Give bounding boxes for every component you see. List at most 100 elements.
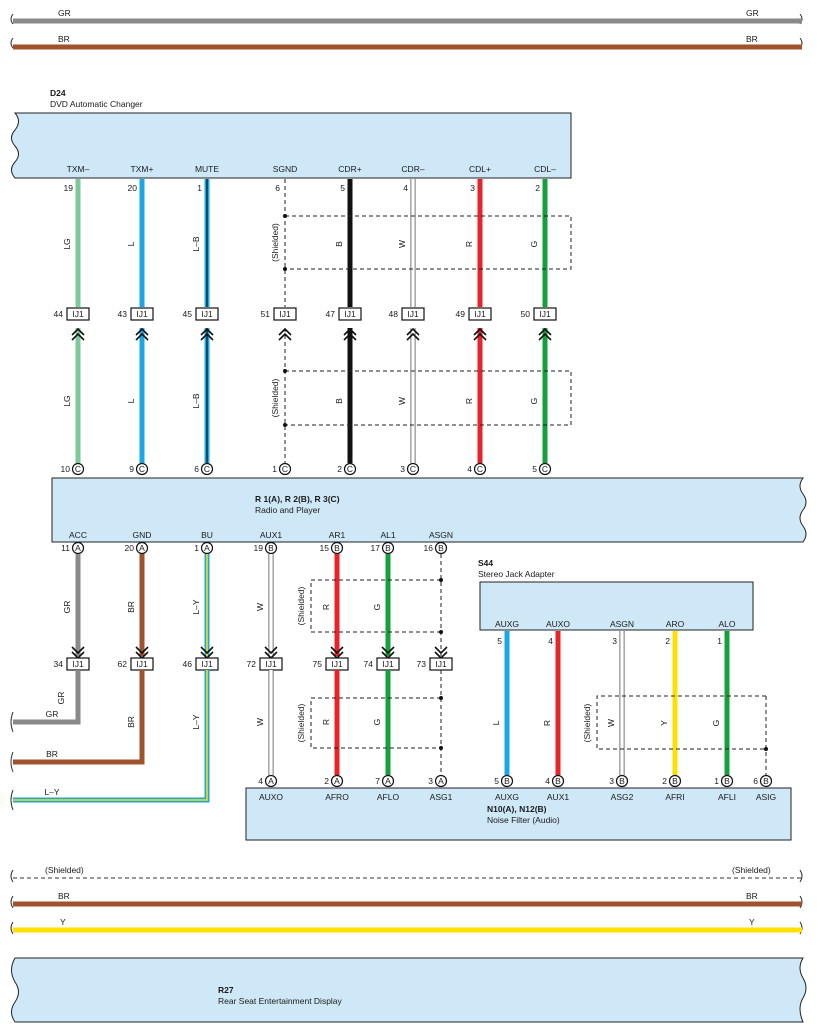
- s44-box: [479, 581, 754, 631]
- junction-pin-number: 44: [54, 309, 64, 319]
- shield-label-left: (Shielded): [45, 865, 84, 875]
- connector-chevron: [200, 327, 214, 336]
- wire-color-code-upper: G: [529, 241, 539, 248]
- radio-pin-number: 9: [129, 464, 134, 474]
- noise-filter-component: N10(A), N12(B) Noise Filter (Audio): [245, 787, 792, 841]
- shielded-label: (Shielded): [582, 703, 592, 742]
- shielded-label: (Shielded): [296, 703, 306, 742]
- junction-ij1: [130, 307, 154, 321]
- connector-chevron-2: [473, 332, 487, 341]
- junction-pin-number: 50: [521, 309, 531, 319]
- radio-bottom-pin-number: 20: [125, 543, 135, 553]
- radio-connector-circle: [406, 462, 420, 476]
- junction-ij1-label: IJ1: [72, 309, 84, 319]
- wire-label-ly-left-side: L–Y: [44, 787, 59, 797]
- junction-pin-number: 72: [247, 659, 257, 669]
- wire-color-code-mid: GR: [62, 601, 72, 614]
- d24-pin-number: 4: [403, 183, 408, 193]
- d24-pin-number: 20: [128, 183, 138, 193]
- s44-pin-label: ASGN: [610, 619, 634, 629]
- radio-bottom-connector-circle: [135, 541, 149, 555]
- junction-ij1-label: IJ1: [435, 659, 447, 669]
- junction-ij1-label: IJ1: [331, 659, 343, 669]
- junction-ij1: [273, 307, 297, 321]
- junction-ij1-label: IJ1: [279, 309, 291, 319]
- noise-pin-label: ASG1: [430, 792, 453, 802]
- d24-pin-label: TXM–: [67, 164, 90, 174]
- noise-connector-circle-letter: B: [672, 776, 678, 786]
- radio-bottom-pin-number: 15: [320, 543, 330, 553]
- wire-color-code-left: L–Y: [191, 714, 201, 729]
- radio-bottom-pin-label: BU: [201, 530, 213, 540]
- wire-label-gr-left: GR: [58, 8, 71, 18]
- wire-gr-left: [13, 670, 81, 725]
- radio-bottom-connector-circle-letter: B: [268, 543, 274, 553]
- noise-pin-label: AFLO: [377, 792, 400, 802]
- radio-bottom-pin-label: GND: [133, 530, 152, 540]
- junction-ij1: [401, 307, 425, 321]
- radio-pin-number: 6: [194, 464, 199, 474]
- radio-bottom-pin-number: 17: [371, 543, 381, 553]
- noise-pin-number: 4: [545, 776, 550, 786]
- wire-color-code-lower: R: [464, 398, 474, 404]
- junction-pin-number: 34: [54, 659, 64, 669]
- s44-pin-label: AUXG: [495, 619, 519, 629]
- radio-bottom-connector-circle: [200, 541, 214, 555]
- wire-color-code-upper: L: [126, 241, 136, 246]
- radio-connector-circle: [200, 462, 214, 476]
- junction-ij1-label: IJ1: [382, 659, 394, 669]
- connector-chevron-2: [71, 646, 85, 655]
- radio-connector-circle-letter: C: [410, 464, 416, 474]
- shielded-label: (Shielded): [270, 378, 280, 417]
- s44-pin-label: ARO: [666, 619, 685, 629]
- radio-bottom-pin-label: AR1: [329, 530, 346, 540]
- radio-connector-circle-letter: C: [282, 464, 288, 474]
- junction-ij1-label: IJ1: [136, 309, 148, 319]
- shield-box: [596, 695, 766, 750]
- radio-connector-circle: [538, 462, 552, 476]
- shield-junction-dot: [439, 578, 443, 582]
- radio-connector-circle-letter: C: [477, 464, 483, 474]
- radio-bottom-connector-circle-letter: A: [204, 543, 210, 553]
- d24-name: DVD Automatic Changer: [50, 99, 143, 109]
- radio-component: R 1(A), R 2(B), R 3(C) Radio and Player: [51, 477, 807, 543]
- d24-pin-number: 3: [470, 183, 475, 193]
- radio-bottom-connector-circle-letter: A: [75, 543, 81, 553]
- noise-pin-number: 2: [324, 776, 329, 786]
- d24-pin-label: CDL–: [534, 164, 556, 174]
- d24-pin-label: CDR–: [401, 164, 424, 174]
- radio-bottom-pin-label: ACC: [69, 530, 87, 540]
- junction-pin-number: 47: [326, 309, 336, 319]
- radio-pin-number: 5: [532, 464, 537, 474]
- shield-junction-dot: [283, 369, 287, 373]
- radio-connector-circle: [343, 462, 357, 476]
- wire-color-code-s44: R: [542, 720, 552, 726]
- junction-ij1-label: IJ1: [539, 309, 551, 319]
- wire-br-left: [13, 670, 145, 765]
- connector-chevron: [343, 327, 357, 336]
- radio-bottom-pin-label: AL1: [380, 530, 395, 540]
- radio-bottom-pin-label: AUX1: [260, 530, 282, 540]
- wire-break-mark: [10, 895, 14, 909]
- d24-code: D24: [50, 88, 66, 98]
- shield-box: [285, 215, 572, 270]
- wire-color-code-upper: L–B: [191, 236, 201, 251]
- junction-pin-number: 75: [313, 659, 323, 669]
- shield-box: [310, 697, 441, 749]
- wire-color-code-lower: W: [397, 397, 407, 405]
- wire-break-mark: [10, 921, 14, 935]
- radio-bottom-connector-circle: [330, 541, 344, 555]
- noise-pin-label: AUXG: [495, 792, 519, 802]
- wire-color-code-s44: W: [606, 719, 616, 727]
- radio-bottom-connector-circle-letter: B: [385, 543, 391, 553]
- connector-chevron-2: [538, 332, 552, 341]
- connector-chevron: [135, 327, 149, 336]
- s44-pin-number: 2: [665, 636, 670, 646]
- noise-pin-number: 2: [662, 776, 667, 786]
- wire-color-code-low: G: [372, 719, 382, 726]
- radio-connector-circle-letter: C: [542, 464, 548, 474]
- wire-label-gr-left-side: GR: [46, 709, 59, 719]
